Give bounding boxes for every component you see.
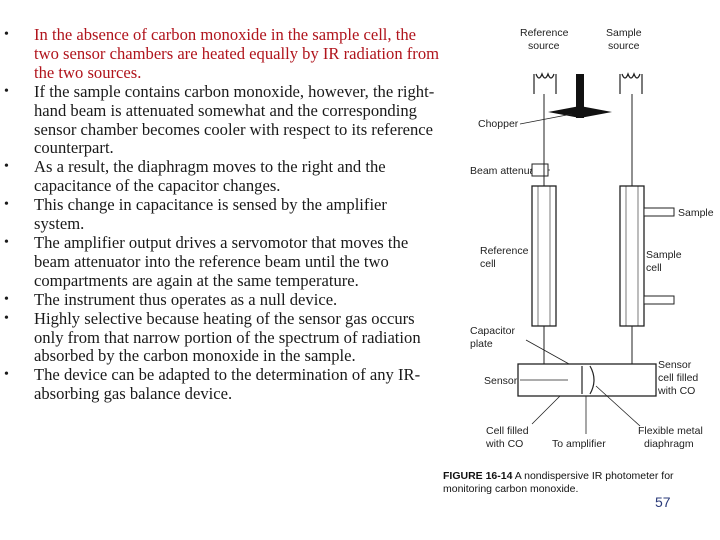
bullet-item: • In the absence of carbon monoxide in th… [0, 25, 440, 83]
bullet-item: • Highly selective because heating of the… [0, 308, 440, 367]
flexible-metal-label-2: diaphragm [644, 438, 694, 450]
reference-cell-label-2: cell [480, 258, 496, 270]
bullet-text: If the sample contains carbon monoxide, … [34, 81, 435, 158]
bullet-text: The amplifier output drives a servomotor… [34, 232, 409, 290]
bullet-marker: • [4, 367, 9, 383]
bullet-item: • This change in capacitance is sensed by… [0, 195, 440, 234]
cell-filled-label-1: Cell filled [486, 425, 529, 437]
sample-source-label-1: Sample [606, 27, 642, 39]
bullet-item: • The device can be adapted to the determ… [0, 365, 440, 404]
flexible-diaphragm [589, 365, 595, 395]
reference-cell-label-1: Reference [480, 245, 529, 257]
photometer-svg: Reference source Sample source Chopper B… [470, 27, 714, 450]
chopper-blade [548, 106, 612, 118]
cell-filled-label-2: with CO [485, 438, 523, 450]
sample-source-coil [621, 72, 641, 79]
bullet-marker: • [4, 27, 9, 42]
bullet-text: As a result, the diaphragm moves to the … [34, 157, 386, 196]
capacitor-plate-label-1: Capacitor [470, 325, 515, 337]
beam-attenuator [531, 163, 549, 177]
sensor-cell-label-2: cell filled [658, 372, 698, 384]
bullet-text: The instrument thus operates as a null d… [34, 289, 338, 309]
page-number: 57 [655, 494, 671, 510]
reference-cell [531, 185, 557, 327]
bullet-text: Highly selective because heating of the … [34, 308, 421, 366]
figure-caption-text: A nondispersive IR photometer for monito… [443, 470, 674, 495]
bullet-marker: • [4, 83, 9, 99]
sensor-cell-label-1: Sensor [658, 359, 692, 371]
figure-caption-number: FIGURE 16-14 [443, 470, 513, 482]
bullet-item: • The instrument thus operates as a null … [0, 289, 440, 310]
chopper-shaft [576, 74, 584, 118]
bullet-item: • The amplifier output drives a servomoto… [0, 232, 440, 291]
to-amplifier-label: To amplifier [552, 438, 606, 450]
reference-source-coil [535, 72, 555, 79]
sample-cell-label-1: Sample [646, 249, 682, 261]
capacitor-plate-label-2: plate [470, 338, 493, 350]
chopper-leader [519, 113, 573, 125]
bullet-list: • In the absence of carbon monoxide in th… [0, 25, 440, 404]
photometer-diagram: Reference source Sample source Chopper B… [440, 14, 720, 514]
diaphragm-leader [595, 385, 641, 427]
reference-source-label-1: Reference [520, 27, 569, 39]
bullet-item: • If the sample contains carbon monoxide… [0, 81, 440, 159]
sample-cell [619, 185, 645, 327]
cell-filled-leader [531, 395, 561, 425]
sample-outlet-tube [643, 295, 675, 305]
bullet-text: This change in capacitance is sensed by … [34, 195, 387, 234]
sensor-label: Sensor [484, 375, 518, 387]
sensor-cell-label-3: with CO [657, 385, 695, 397]
bullet-marker: • [4, 234, 9, 250]
sample-cell-label-2: cell [646, 262, 662, 274]
bullet-item: • As a result, the diaphragm moves to the… [0, 157, 440, 196]
reference-source-label-2: source [528, 40, 560, 52]
bullet-text: The device can be adapted to the determi… [34, 365, 421, 404]
figure-caption: FIGURE 16-14 A nondispersive IR photomet… [443, 470, 703, 496]
bullet-marker: • [4, 310, 9, 326]
bullet-marker: • [4, 291, 9, 307]
bullet-marker: • [4, 159, 9, 175]
beam-attenuator-label: Beam attenuator [470, 165, 548, 177]
sample-source-label-2: source [608, 40, 640, 52]
sample-label: Sample [678, 207, 714, 219]
bullet-text: In the absence of carbon monoxide in the… [34, 25, 440, 82]
bullet-marker: • [4, 197, 9, 213]
sample-inlet-tube [643, 207, 675, 217]
flexible-metal-label-1: Flexible metal [638, 425, 703, 437]
chopper-label: Chopper [478, 118, 519, 130]
